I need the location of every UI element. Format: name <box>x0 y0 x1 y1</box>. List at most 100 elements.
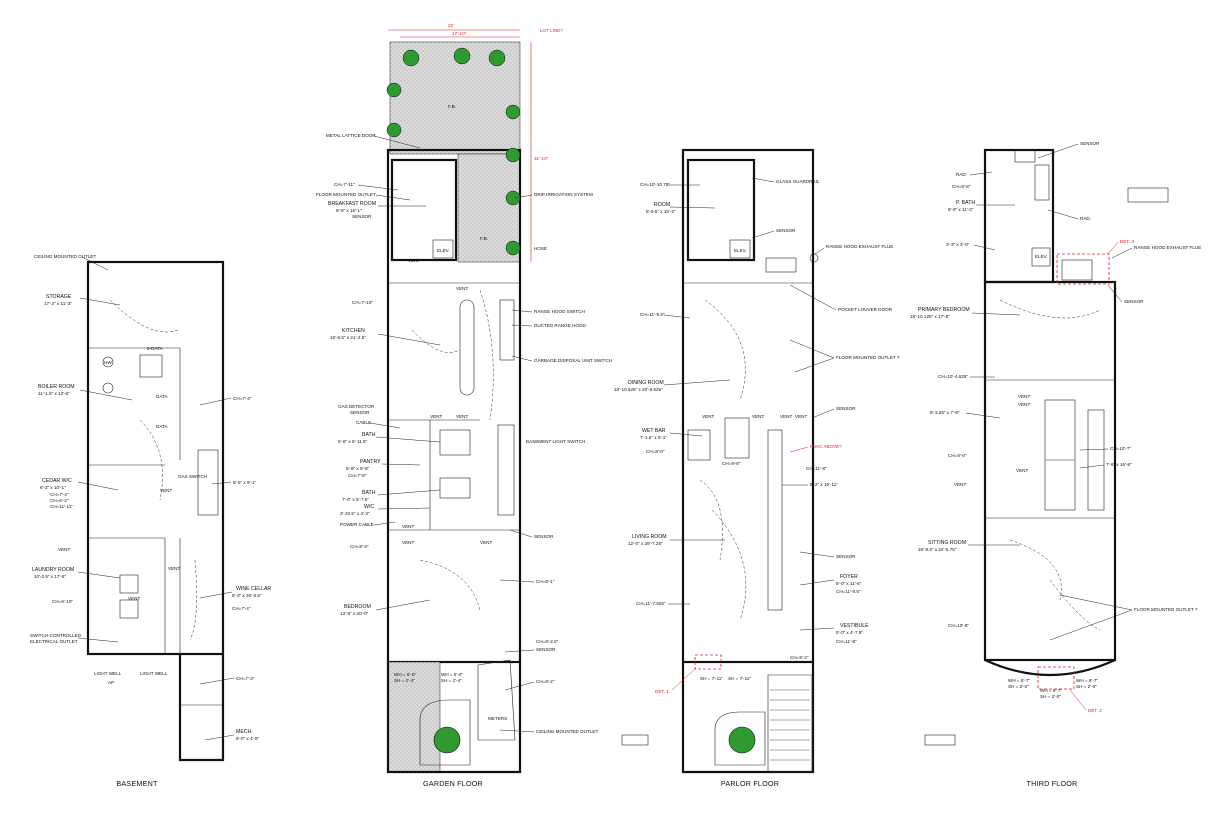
label: CH=8'-1" <box>536 579 555 584</box>
label: CH=7'-8" <box>348 473 367 478</box>
label: FLOOR MOUNTED OUTLET ? <box>836 355 900 360</box>
parlor-plan <box>621 148 1169 774</box>
label: VENT <box>160 488 172 493</box>
label: ELEV. <box>1035 254 1048 259</box>
label: VENT <box>128 596 140 601</box>
room-dim: 18'-10.125" x 17'-8" <box>910 314 950 319</box>
label: DET. 1 <box>655 689 669 694</box>
label: CH=8'-0" <box>948 453 967 458</box>
label: HW <box>104 360 112 365</box>
label: CH=7'-4" <box>232 606 251 611</box>
label: SENSOR <box>352 214 372 219</box>
label: F.B. <box>480 236 488 241</box>
dimension: 17'-10" <box>452 31 467 36</box>
tree-icon <box>386 82 402 98</box>
label: SH = 2'-0" <box>1076 684 1097 689</box>
label: 7'-8" x 16'-8" <box>1106 462 1132 467</box>
room-dim: 8'-9.5" x 15'-2" <box>646 209 676 214</box>
room-dim: 17'-2" x 11'-3" <box>44 301 72 306</box>
tree-icon <box>505 240 521 256</box>
room-name: BATH <box>362 432 376 438</box>
label: F.B. <box>448 104 456 109</box>
label: DET. 3 <box>1120 239 1134 244</box>
label: RAD. <box>1080 216 1091 221</box>
room-dim: 5'-8" x 6'-11.5" <box>338 439 368 444</box>
tree-icon <box>386 122 402 138</box>
label: LOT LINE? <box>540 28 563 33</box>
room-name: DINING ROOM <box>628 380 664 386</box>
label: CH=11'-11" <box>50 504 73 509</box>
room-name: WET BAR <box>642 428 666 434</box>
room-name: STORAGE <box>46 294 72 300</box>
room-name: BREAKFAST ROOM <box>328 201 376 207</box>
label: FLOOR MOUNTED OUTLET <box>316 192 376 197</box>
garden-outline <box>386 148 522 664</box>
label: METAL LATTICE DOOR <box>326 133 376 138</box>
room-dim: 10'-2.5" x 17'-8" <box>34 574 66 579</box>
label: SENSOR <box>776 228 796 233</box>
room-name: PANTRY <box>360 459 381 465</box>
label: BASEMENT LIGHT SWITCH <box>526 439 585 444</box>
label: CEILING MOUNTED OUTLET <box>34 254 96 259</box>
room-dim: 5'-6" x 9'-8" <box>346 466 370 471</box>
label: WH = 8'-7" <box>1008 678 1030 683</box>
label: RANGE HOOD SWITCH <box>534 309 585 314</box>
label: VENT <box>480 540 492 545</box>
room-name: FOYER <box>840 574 858 580</box>
label: VENT <box>168 566 180 571</box>
label: WH = 5'-0" <box>441 672 463 677</box>
label: VENT <box>430 414 442 419</box>
label: RAD. <box>956 172 967 177</box>
bay-window <box>984 659 1116 677</box>
basement-labels: CEILING MOUNTED OUTLET STORAGE 17'-2" x … <box>30 254 271 788</box>
label: SH = 7'-11" <box>728 676 751 681</box>
room-dim: 8'-0" x 4'-8" <box>236 736 260 741</box>
floor-title-garden: GARDEN FLOOR <box>423 779 483 788</box>
label: VENT <box>402 540 414 545</box>
label: CH=8'-2" <box>536 679 555 684</box>
label: CH=6'-2" <box>50 498 69 503</box>
label: VENT <box>456 414 468 419</box>
label: VENT <box>456 286 468 291</box>
label: CH=11'-8.5" <box>836 589 861 594</box>
room-name: LIVING ROOM <box>632 534 667 540</box>
third-labels: SENSOR RAD. CH=8'-8" P. BATH 8'-9" x 11'… <box>910 141 1201 788</box>
label: CH=7'-11" <box>334 182 355 187</box>
room-dim: 11'-1.5" x 13'-6" <box>38 391 70 396</box>
label: RANGE HOOD EXHAUST FLUE <box>1134 245 1201 250</box>
label: CH=6'-10" <box>52 599 73 604</box>
label: SENSOR <box>836 554 856 559</box>
room-name: VESTIBULE <box>840 623 869 629</box>
label: WH = 8'-7" <box>1040 688 1062 693</box>
room-name: P. BATH <box>956 200 975 206</box>
tree-icon <box>505 190 521 206</box>
label: DRIP IRRIGATION SYSTEM <box>534 192 593 197</box>
label: VENT <box>702 414 714 419</box>
label: 8-DATA <box>147 346 164 351</box>
label: DET. 2 <box>1088 708 1102 713</box>
label: CH=10'-10.75" <box>640 182 670 187</box>
label: GAS SWITCH <box>178 474 207 479</box>
parlor-outline <box>681 148 815 664</box>
label: POWER CABLE <box>340 522 374 527</box>
label: CH=11'-9.5" <box>640 312 665 317</box>
tree-icon <box>728 726 756 754</box>
garden-trees <box>386 47 521 256</box>
room-dim: 12'-0" x 28'-7.25" <box>628 541 663 546</box>
label: LIGHT WELL <box>94 671 122 676</box>
label: CH=7'-4" <box>50 492 69 497</box>
room-name: LAUNDRY ROOM <box>32 567 74 573</box>
room-name: WINE CELLAR <box>236 586 271 592</box>
basement-plan <box>86 260 225 762</box>
tree-icon <box>505 104 521 120</box>
label: ELEV. <box>734 248 747 253</box>
label: ELECTRICAL OUTLET <box>30 639 78 644</box>
label: CH=9'-8" <box>722 461 741 466</box>
label: CH=7'-4" <box>233 396 252 401</box>
tree-icon <box>505 147 521 163</box>
label: 8'-5" x 9'-1" <box>233 480 257 485</box>
label: RANGE HOOD EXHAUST FLUE <box>826 244 893 249</box>
tree-icon <box>433 726 461 754</box>
floor-title-third: THIRD FLOOR <box>1027 779 1078 788</box>
